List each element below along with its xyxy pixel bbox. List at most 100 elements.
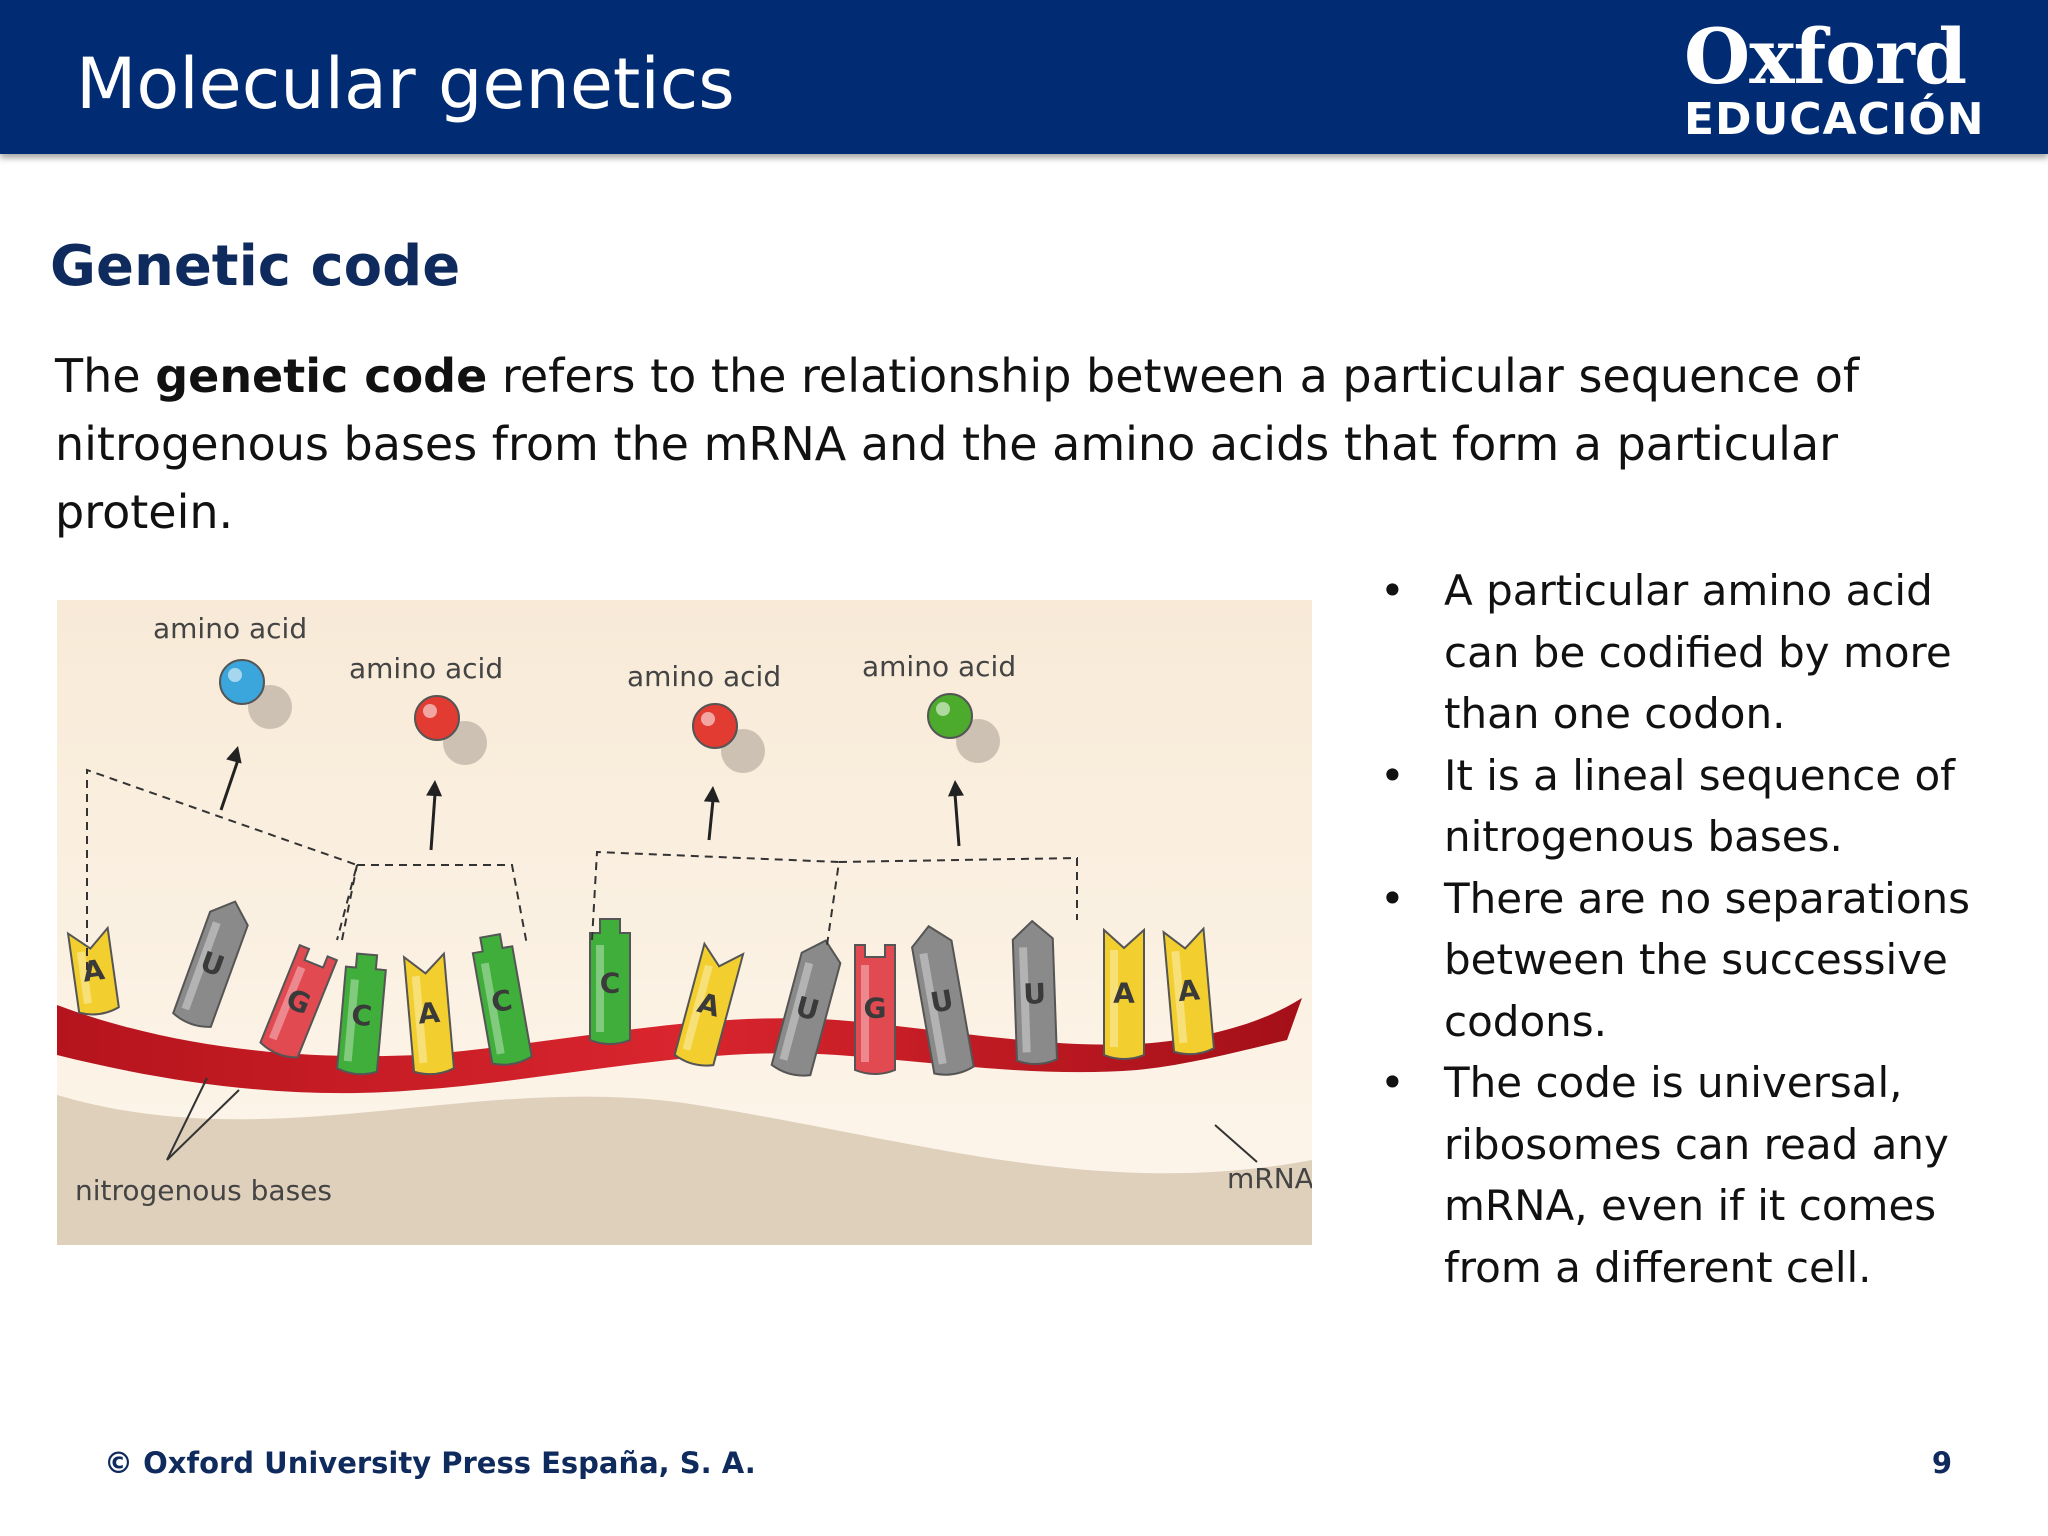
- base-body: [854, 944, 896, 1075]
- amino-acid-ball: [414, 695, 460, 741]
- slide-title: Molecular genetics: [76, 43, 735, 125]
- amino-acid-label: amino acid: [627, 660, 781, 693]
- nitrogenous-base: G: [854, 944, 896, 1075]
- base-shine: [1171, 950, 1188, 1044]
- arrow-line: [707, 799, 715, 841]
- arrow-head: [426, 780, 443, 797]
- nitrogenous-base: U: [172, 900, 249, 1028]
- bullet-item: It is a lineal sequence of nitrogenous b…: [1380, 745, 2020, 868]
- base-shine: [181, 921, 221, 1011]
- base-shine: [411, 975, 428, 1064]
- base-body: [770, 939, 842, 1077]
- base-body: [1103, 927, 1145, 1060]
- codon-bracket-group: [86, 768, 1078, 970]
- base-shine: [76, 951, 92, 1005]
- amino-acid-highlight: [228, 668, 242, 682]
- base-body: [259, 943, 339, 1059]
- base-shine: [1019, 947, 1031, 1053]
- intro-text-start: The: [55, 349, 156, 403]
- logo-subtitle: EDUCACIÓN: [1684, 94, 1985, 145]
- slide-header: Molecular genetics Oxford EDUCACIÓN: [0, 0, 2048, 154]
- base-shine: [682, 964, 713, 1051]
- base-letter: C: [350, 998, 373, 1033]
- pointer-line: [166, 1077, 208, 1161]
- arrow-line: [219, 759, 240, 811]
- mrna-label: mRNA: [1227, 1162, 1312, 1195]
- arrow-head: [703, 786, 720, 803]
- base-body: [1162, 926, 1215, 1056]
- nitrogenous-base: A: [673, 941, 745, 1067]
- nitrogenous-base: U: [911, 924, 975, 1076]
- base-letter: C: [600, 967, 621, 1000]
- intro-paragraph: The genetic code refers to the relations…: [55, 342, 1955, 546]
- base-shine: [919, 952, 947, 1065]
- arrow-head: [226, 746, 242, 764]
- amino-acid-label: amino acid: [349, 652, 503, 685]
- base-body: [402, 951, 455, 1076]
- pointer-line: [1214, 1124, 1258, 1163]
- pointer-line: [166, 1089, 240, 1161]
- base-shine: [861, 965, 869, 1062]
- nitrogenous-base: A: [1103, 927, 1145, 1060]
- base-shine: [343, 979, 359, 1062]
- base-body: [172, 900, 249, 1028]
- nitrogenous-base: C: [589, 918, 631, 1045]
- base-shine: [1110, 950, 1118, 1047]
- amino-acid-highlight: [423, 704, 437, 718]
- amino-acid-group: amino acid amino acid amino acid amino acid: [153, 612, 1016, 773]
- base-body: [336, 952, 387, 1076]
- arrow-group: [219, 746, 964, 851]
- amino-acid-highlight: [936, 702, 950, 716]
- amino-acid-label: amino acid: [862, 650, 1016, 683]
- nitrogenous-base: C: [471, 933, 533, 1066]
- nitrogenous-base: U: [770, 939, 842, 1077]
- arrow-line: [953, 793, 961, 847]
- intro-text-end: refers to the relationship between a par…: [55, 349, 1860, 539]
- bullet-item: The code is universal, ribosomes can rea…: [1380, 1052, 2020, 1298]
- codon-bracket: [838, 856, 1078, 920]
- section-title: Genetic code: [50, 234, 461, 299]
- oxford-logo: Oxford EDUCACIÓN: [1684, 12, 1985, 145]
- nitrogenous-base: G: [259, 943, 339, 1059]
- intro-bold-term: genetic code: [155, 349, 488, 403]
- base-body: [673, 941, 745, 1067]
- page-number: 9: [1931, 1446, 1952, 1480]
- base-body: [66, 925, 120, 1016]
- nitrogenous-base: U: [1011, 919, 1059, 1065]
- codon-bracket: [341, 864, 358, 941]
- amino-acid-highlight: [701, 712, 715, 726]
- bullet-item: There are no separations between the suc…: [1380, 868, 2020, 1053]
- amino-acid-ball: [219, 659, 265, 705]
- arrow-head: [947, 780, 964, 797]
- codon-bracket: [86, 768, 359, 970]
- base-letter: G: [864, 992, 887, 1025]
- nitrogenous-bases-label: nitrogenous bases: [75, 1174, 332, 1207]
- base-letter: A: [1113, 977, 1135, 1010]
- base-letter: A: [1177, 973, 1202, 1008]
- base-letter: A: [417, 996, 442, 1031]
- base-body: [1011, 919, 1059, 1065]
- copyright-footer: © Oxford University Press España, S. A.: [104, 1446, 756, 1480]
- base-letter: U: [1023, 977, 1047, 1011]
- base-shine: [596, 945, 604, 1032]
- ribosome-shadow: [57, 1095, 1312, 1245]
- nitrogenous-base: A: [66, 925, 120, 1016]
- bullet-item: A particular amino acid can be codified …: [1380, 560, 2020, 745]
- base-body: [589, 918, 631, 1045]
- amino-acid-ball: [927, 693, 973, 739]
- base-shine: [269, 965, 306, 1041]
- amino-acid-label: amino acid: [153, 612, 307, 645]
- base-shine: [480, 962, 505, 1055]
- logo-wordmark: Oxford: [1684, 12, 1967, 101]
- nitrogenous-base: A: [402, 951, 455, 1076]
- arrow-line: [429, 793, 437, 851]
- codon-bracket: [357, 864, 528, 946]
- nitrogenous-base: A: [1162, 926, 1215, 1056]
- bullet-list: A particular amino acid can be codified …: [1380, 560, 2020, 1298]
- amino-acid-ball: [692, 703, 738, 749]
- base-letter: U: [928, 983, 956, 1019]
- base-letter: A: [80, 953, 106, 989]
